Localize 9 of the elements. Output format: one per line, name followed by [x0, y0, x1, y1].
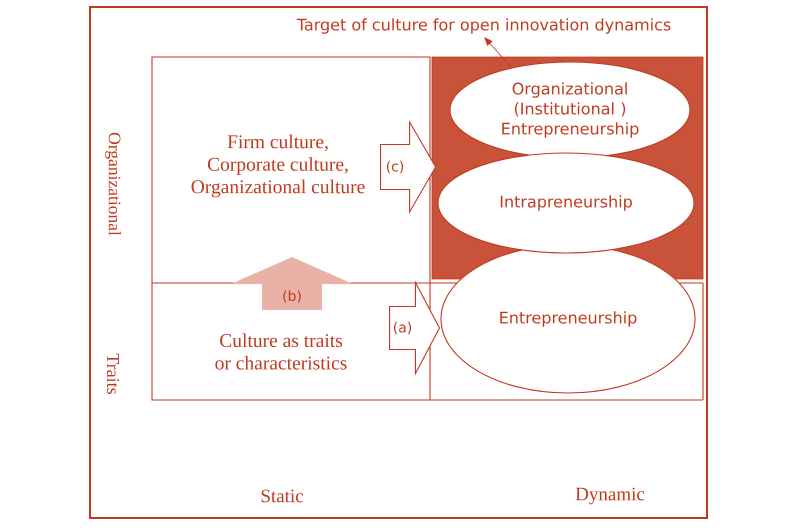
block-arrow	[230, 256, 354, 310]
axis-label: Static	[262, 490, 304, 502]
edge-label: (b)	[281, 289, 303, 304]
axis-label: Dynamic	[576, 488, 644, 504]
edge-label: (c)	[384, 160, 406, 174]
axis-label: Traits	[106, 354, 120, 394]
axis-label: Organizational	[105, 132, 121, 236]
callout-text: Target of culture for open innovation dynamics	[296, 18, 670, 34]
block-arrow	[380, 120, 436, 214]
